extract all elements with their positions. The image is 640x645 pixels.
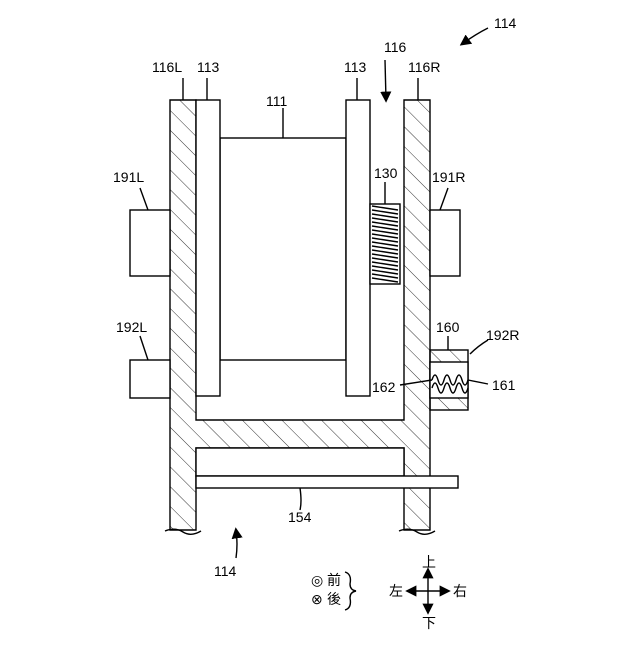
back-symbol: ⊗ [311,591,323,607]
compass-right: 右 [453,583,467,599]
label-161: 161 [492,377,516,393]
label-191L: 191L [113,169,144,185]
compass-left: 左 [389,583,403,599]
spring-130 [370,204,400,284]
pin-192L [130,360,170,398]
plate-113-left [196,100,220,396]
label-113-right: 113 [344,59,367,75]
label-130: 130 [374,165,398,181]
back-label: 後 [327,591,341,607]
label-192R: 192R [486,327,519,343]
label-191R: 191R [432,169,465,185]
direction-compass: 上 下 左 右 [389,554,467,631]
label-113-left: 113 [197,59,220,75]
drum-111 [220,138,346,360]
pin-191R [430,210,460,276]
label-116: 116 [384,39,407,55]
shaft-154 [196,476,458,488]
depth-legend: ◎ 前 ⊗ 後 [311,572,356,610]
latch-160 [430,350,468,410]
label-154: 154 [288,509,312,525]
pin-191L [130,210,170,276]
label-111: 111 [266,93,287,109]
compass-down: 下 [422,615,436,631]
compass-up: 上 [422,554,436,570]
front-label: 前 [327,572,341,588]
label-160: 160 [436,319,460,335]
label-114-bottom: 114 [214,563,237,579]
label-192L: 192L [116,319,147,335]
front-symbol: ◎ [311,572,323,588]
label-116L: 116L [152,59,182,75]
label-114-top: 114 [494,15,517,31]
plate-113-right [346,100,370,396]
shaft-154-upper [196,448,404,476]
legend-brace [345,572,356,610]
label-116R: 116R [408,59,440,75]
label-162: 162 [372,379,396,395]
